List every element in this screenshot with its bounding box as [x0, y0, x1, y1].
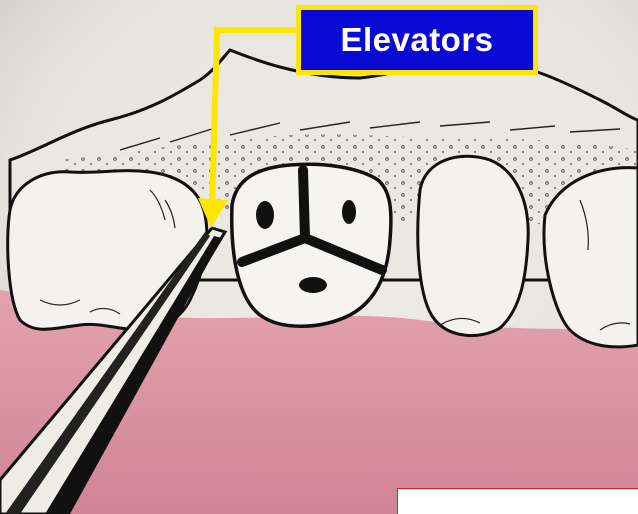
- right-premolar: [418, 156, 528, 335]
- canal-bottom: [299, 277, 327, 293]
- elevators-label: Elevators: [296, 5, 538, 75]
- elevators-label-text: Elevators: [340, 21, 493, 59]
- canal-left: [256, 201, 274, 229]
- caption-box: [397, 488, 638, 514]
- canal-right: [342, 200, 356, 224]
